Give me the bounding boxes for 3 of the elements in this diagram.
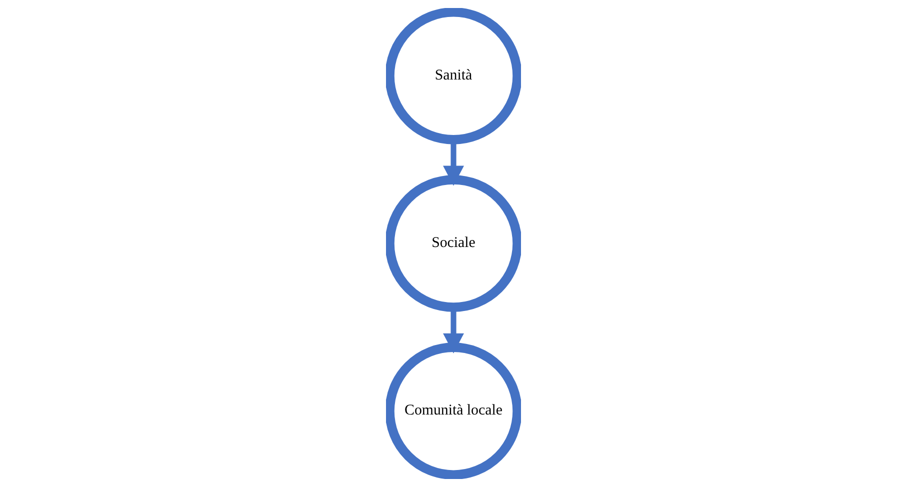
node-circle: Sanità [386,8,521,144]
node-circle: Sociale [386,175,521,312]
node-circle: Comunità locale [386,342,521,479]
